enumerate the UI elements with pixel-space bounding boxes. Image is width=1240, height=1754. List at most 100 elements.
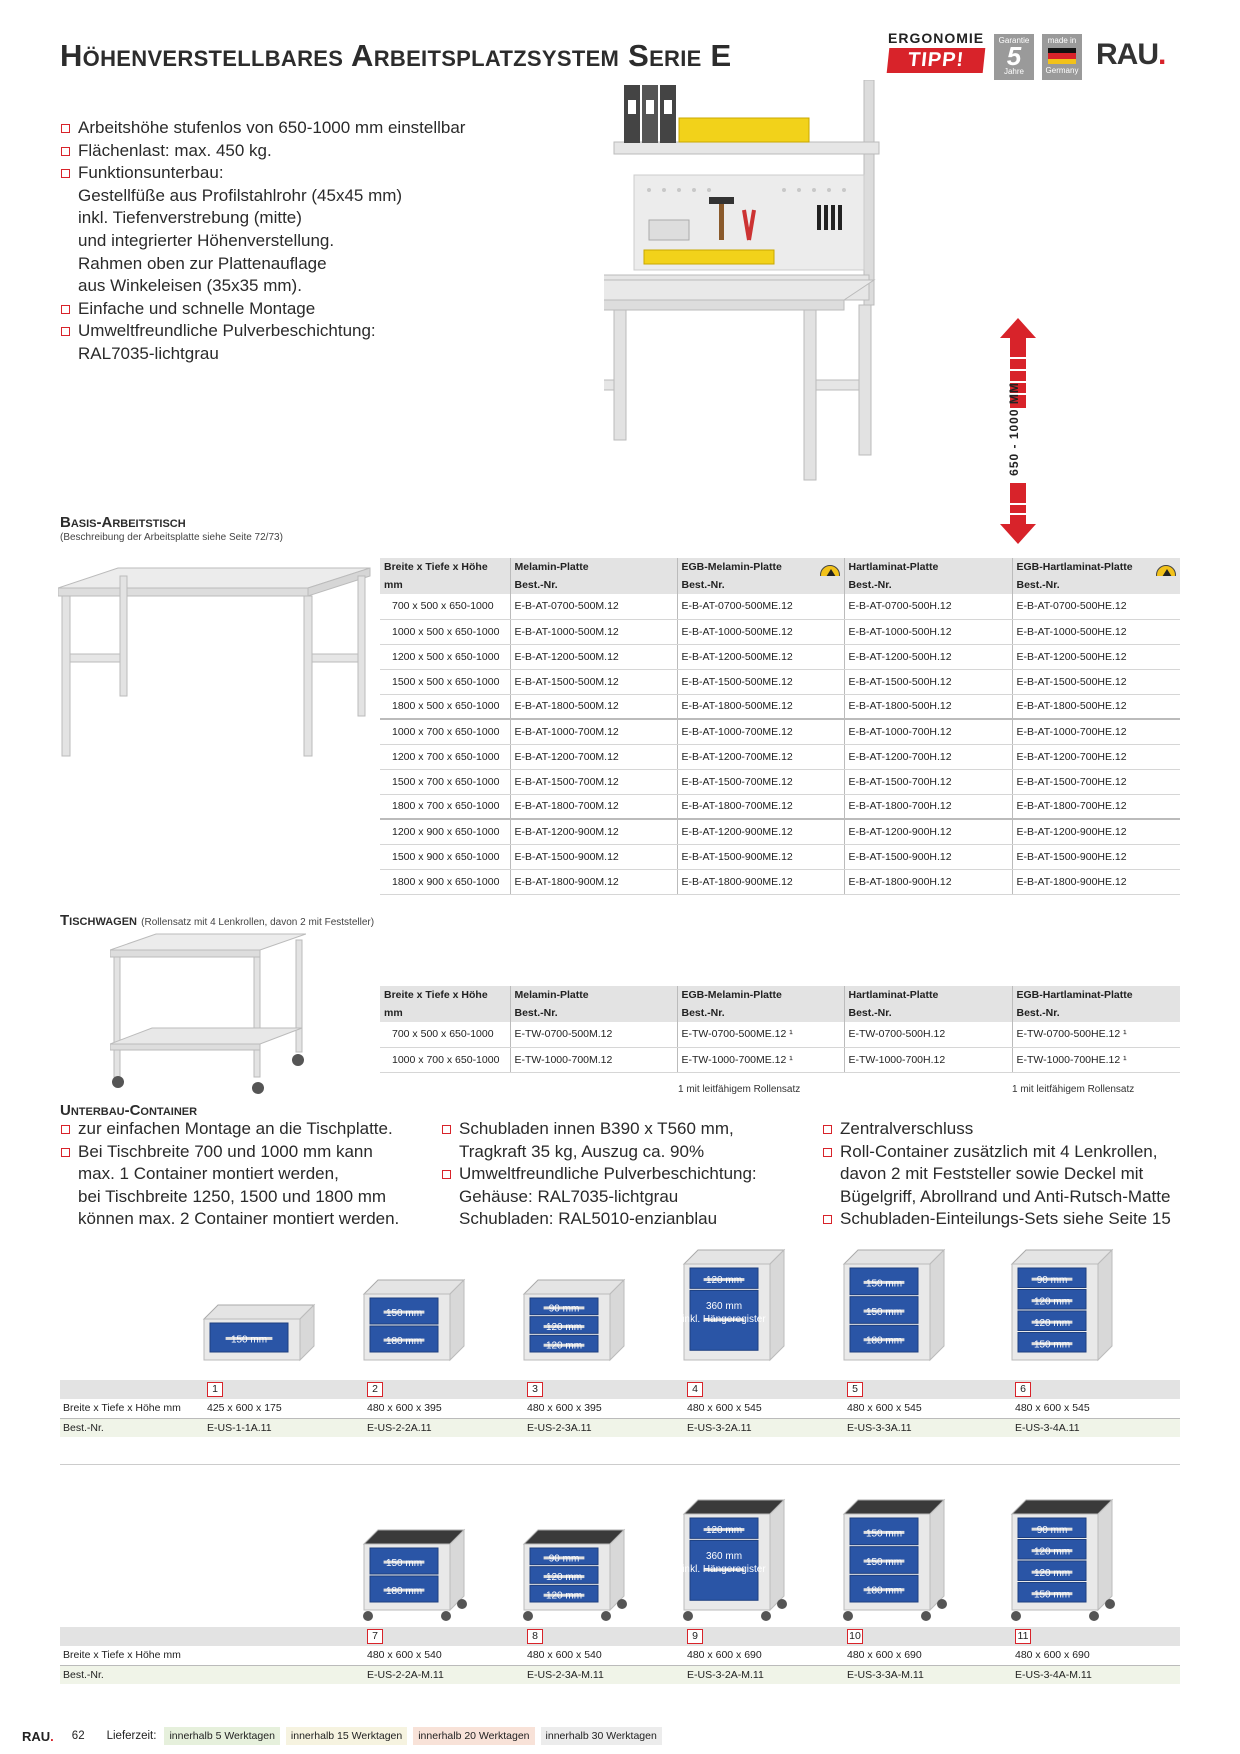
table-cell: 1500 x 500 x 650-1000 xyxy=(380,669,510,695)
column-subheader: Best.-Nr. xyxy=(843,576,1012,594)
column-header: EGB-Melamin-Platte xyxy=(676,986,844,1004)
table-cell: E-B-AT-1500-700HE.12 xyxy=(1011,769,1180,795)
table-cell: E-TW-0700-500H.12 xyxy=(843,1022,1012,1048)
item-number-badge: 4 xyxy=(687,1382,703,1397)
list-item: zur einfachen Montage an die Tischplatte… xyxy=(60,1118,460,1141)
table-cell: E-B-AT-1800-900HE.12 xyxy=(1011,869,1180,895)
drawer-label: 120 mm xyxy=(706,1275,742,1286)
table-cell: E-US-1-1A.11 xyxy=(204,1418,364,1437)
table-cell: E-B-AT-1200-700HE.12 xyxy=(1011,744,1180,770)
table-cell: E-B-AT-1200-900HE.12 xyxy=(1011,818,1180,845)
item-number-badge: 6 xyxy=(1015,1382,1031,1397)
table-cell: 480 x 600 x 690 xyxy=(684,1646,844,1666)
footer: RAU. 62 Lieferzeit: innerhalb 5 Werktage… xyxy=(22,1727,662,1745)
height-arrow-icon xyxy=(1000,318,1036,544)
made-in-germany-badge: made in Germany xyxy=(1042,34,1082,80)
table-cell: E-B-AT-1800-700H.12 xyxy=(843,794,1012,820)
table-cell: 1500 x 900 x 650-1000 xyxy=(380,844,510,870)
table-cell: 480 x 600 x 690 xyxy=(844,1646,1012,1666)
list-item: davon 2 mit Feststeller sowie Deckel mit xyxy=(840,1164,1144,1184)
table-cell: E-TW-1000-700H.12 xyxy=(843,1047,1012,1073)
list-item: Tragkraft 35 kg, Auszug ca. 90% xyxy=(459,1141,705,1161)
item-number-badge: 10 xyxy=(847,1629,863,1644)
lieferzeit-option: innerhalb 15 Werktagen xyxy=(285,1727,408,1745)
tischwagen-section-title: Tischwagen (Rollensatz mit 4 Lenkrollen,… xyxy=(60,912,375,929)
table-cell: E-B-AT-0700-500M.12 xyxy=(509,594,677,620)
table-cell: 9 xyxy=(684,1627,844,1646)
drawer-label: 180 mm xyxy=(866,1586,902,1597)
table-cell: E-US-2-3A.11 xyxy=(524,1418,684,1437)
table-cell: 480 x 600 x 540 xyxy=(524,1646,684,1666)
table-cell: E-B-AT-1000-500M.12 xyxy=(509,619,677,645)
basis-price-table: Breite x Tiefe x Höhe Melamin-Platte EGB… xyxy=(380,558,1180,895)
item-number-badge: 11 xyxy=(1015,1629,1031,1644)
table-cell: E-B-AT-1500-900ME.12 xyxy=(676,844,844,870)
list-item: Rahmen oben zur Plattenauflage xyxy=(78,253,327,273)
table-cell: E-B-AT-1500-500M.12 xyxy=(509,669,677,695)
table-cell: E-B-AT-1800-900ME.12 xyxy=(676,869,844,895)
table-cell: E-B-AT-1000-700HE.12 xyxy=(1011,718,1180,745)
garantie-label: Garantie xyxy=(998,36,1030,45)
table-cell: E-B-AT-1000-500HE.12 xyxy=(1011,619,1180,645)
table-cell: 3 xyxy=(524,1380,684,1399)
table-cell: 480 x 600 x 545 xyxy=(1012,1399,1180,1419)
table-cell: E-B-AT-1800-900M.12 xyxy=(509,869,677,895)
table-cell: E-B-AT-1500-900HE.12 xyxy=(1011,844,1180,870)
footnote: 1 mit leitfähigem Rollensatz xyxy=(1012,1084,1135,1095)
table-cell: 1200 x 500 x 650-1000 xyxy=(380,644,510,670)
drawer-label: 150 mm xyxy=(386,1558,422,1569)
height-range-label: 650 - 1000 MM xyxy=(1007,382,1021,476)
column-header: Breite x Tiefe x Höhe xyxy=(380,558,510,576)
table-cell: E-US-3-3A.11 xyxy=(844,1418,1012,1437)
table-cell: 480 x 600 x 690 xyxy=(1012,1646,1180,1666)
drawer-label: 150 mm xyxy=(231,1335,267,1346)
container-features-col1: zur einfachen Montage an die Tischplatte… xyxy=(60,1118,460,1231)
drawer-label: 120 mm xyxy=(546,1591,582,1602)
list-item: Flächenlast: max. 450 kg. xyxy=(60,140,620,163)
table-cell: E-B-AT-1200-500H.12 xyxy=(843,644,1012,670)
drawer-label: 150 mm xyxy=(1034,1589,1070,1600)
drawer-label: inkl. Hängeregister xyxy=(682,1314,766,1325)
table-cell: E-B-AT-1800-700HE.12 xyxy=(1011,794,1180,820)
column-subheader: Best.-Nr. xyxy=(1011,1004,1180,1022)
column-header: Breite x Tiefe x Höhe xyxy=(380,986,510,1004)
item-number-badge: 2 xyxy=(367,1382,383,1397)
column-subheader: Best.-Nr. xyxy=(676,576,844,594)
list-item: Umweltfreundliche Pulverbeschichtung: xyxy=(60,320,620,343)
drawer-label: 90 mm xyxy=(549,1303,580,1314)
table-cell: 480 x 600 x 545 xyxy=(844,1399,1012,1419)
table-cell: 11 xyxy=(1012,1627,1180,1646)
drawer-label: inkl. Hängeregister xyxy=(682,1564,766,1575)
table-cell: E-B-AT-1000-700ME.12 xyxy=(676,718,844,745)
table-cell: 1200 x 700 x 650-1000 xyxy=(380,744,510,770)
column-subheader: Best.-Nr. xyxy=(509,1004,677,1022)
table-cell: E-B-AT-1800-700ME.12 xyxy=(676,794,844,820)
list-item: Funktionsunterbau: xyxy=(60,162,620,185)
table-cell: 7 xyxy=(364,1627,524,1646)
table-cell: 1500 x 700 x 650-1000 xyxy=(380,769,510,795)
drawer-label: 360 mm xyxy=(706,1551,742,1562)
table-cell: E-B-AT-1800-500HE.12 xyxy=(1011,694,1180,720)
table-cell: E-US-3-4A-M.11 xyxy=(1012,1665,1180,1684)
drawer-label: 120 mm xyxy=(1034,1296,1070,1307)
table-cell: E-US-3-2A-M.11 xyxy=(684,1665,844,1684)
drawer-label: 90 mm xyxy=(1037,1525,1068,1536)
list-item: Einfache und schnelle Montage xyxy=(60,298,620,321)
